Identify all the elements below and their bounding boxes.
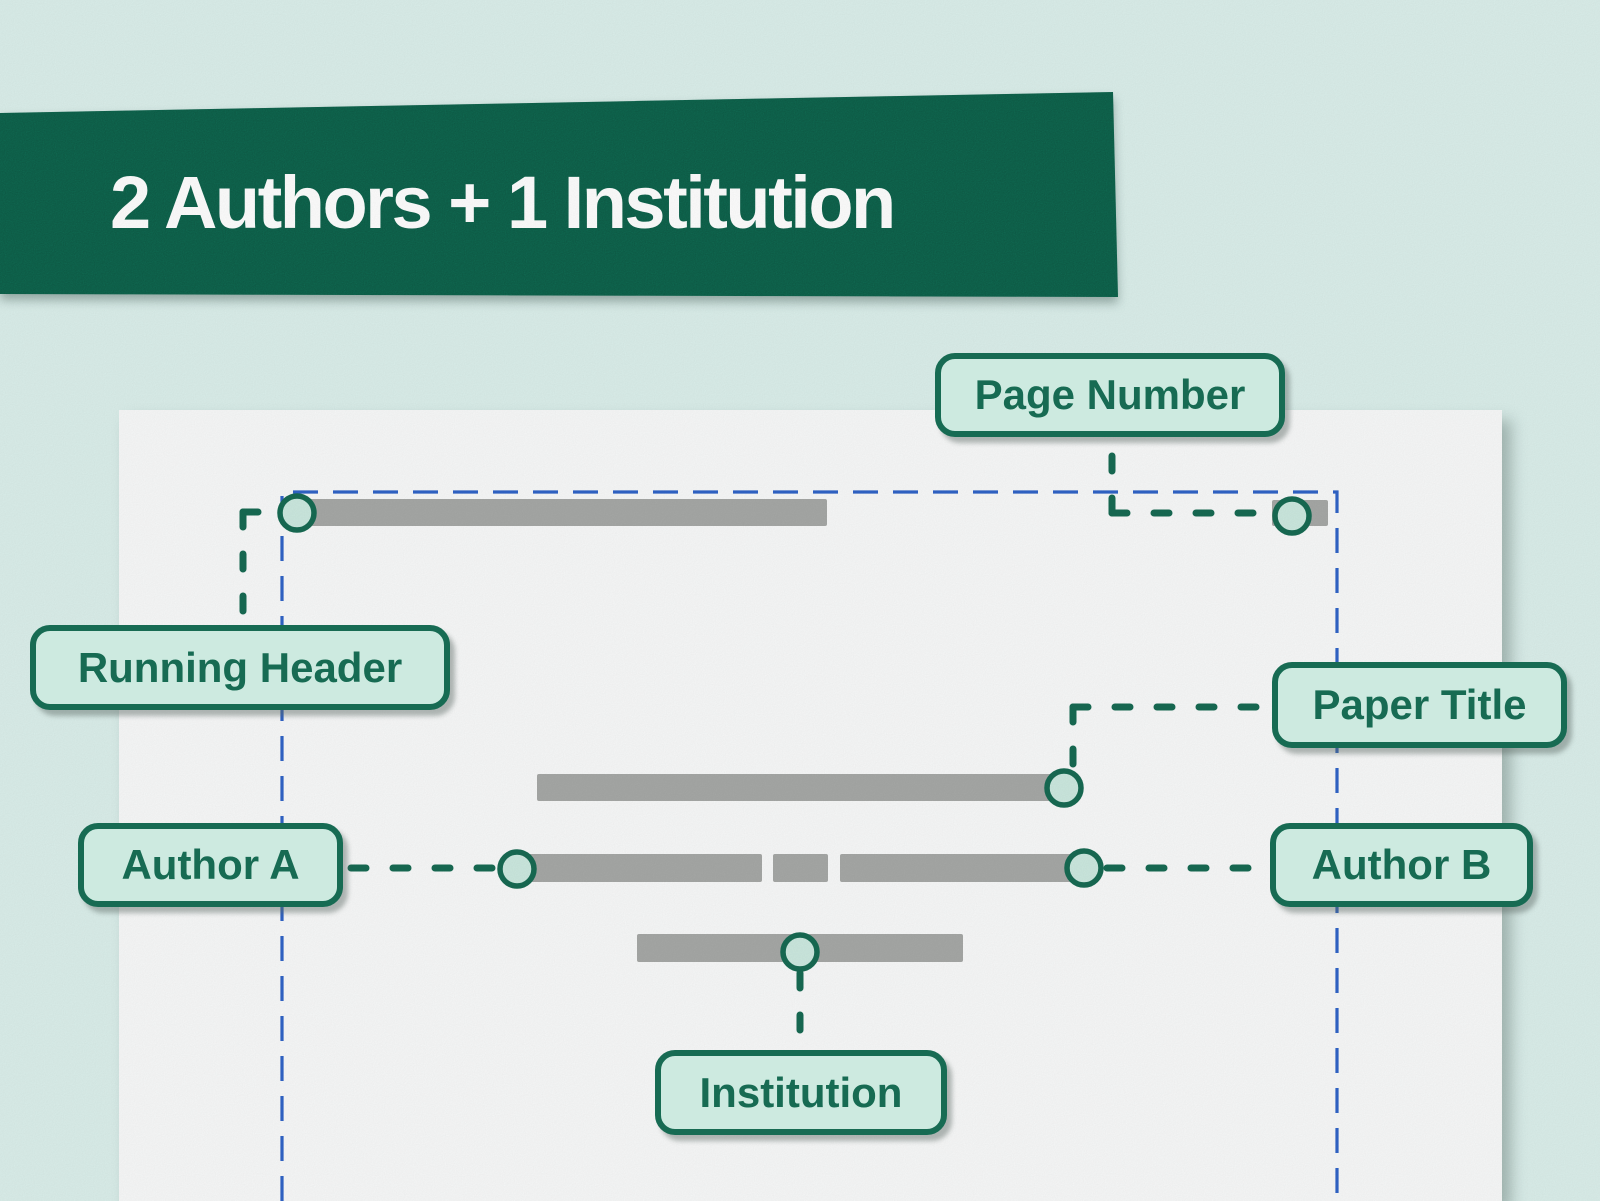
author-separator-bar: [773, 854, 828, 882]
callout-institution: Institution: [655, 1050, 947, 1135]
author-b-bar: [840, 854, 1080, 882]
banner-title: 2 Authors + 1 Institution: [110, 161, 896, 244]
institution-bar: [637, 934, 963, 962]
paper-title-bar: [537, 774, 1056, 801]
callout-author-a-text: Author A: [121, 841, 300, 888]
callout-author-b-text: Author B: [1311, 841, 1492, 888]
page-number-bar: [1272, 500, 1328, 526]
callout-page-number: Page Number: [935, 353, 1285, 437]
callout-paper-title: Paper Title: [1272, 662, 1567, 748]
running-header-bar: [300, 499, 827, 526]
callout-paper-title-text: Paper Title: [1312, 681, 1527, 728]
author-a-bar: [528, 854, 762, 882]
callout-running-header-text: Running Header: [77, 643, 403, 691]
callout-institution-text: Institution: [699, 1068, 903, 1116]
banner: 2 Authors + 1 Institution: [0, 85, 1118, 298]
callout-running-header: Running Header: [30, 625, 450, 710]
callout-author-a: Author A: [78, 823, 343, 907]
callout-page-number-text: Page Number: [974, 371, 1246, 418]
callout-author-b: Author B: [1270, 823, 1533, 907]
